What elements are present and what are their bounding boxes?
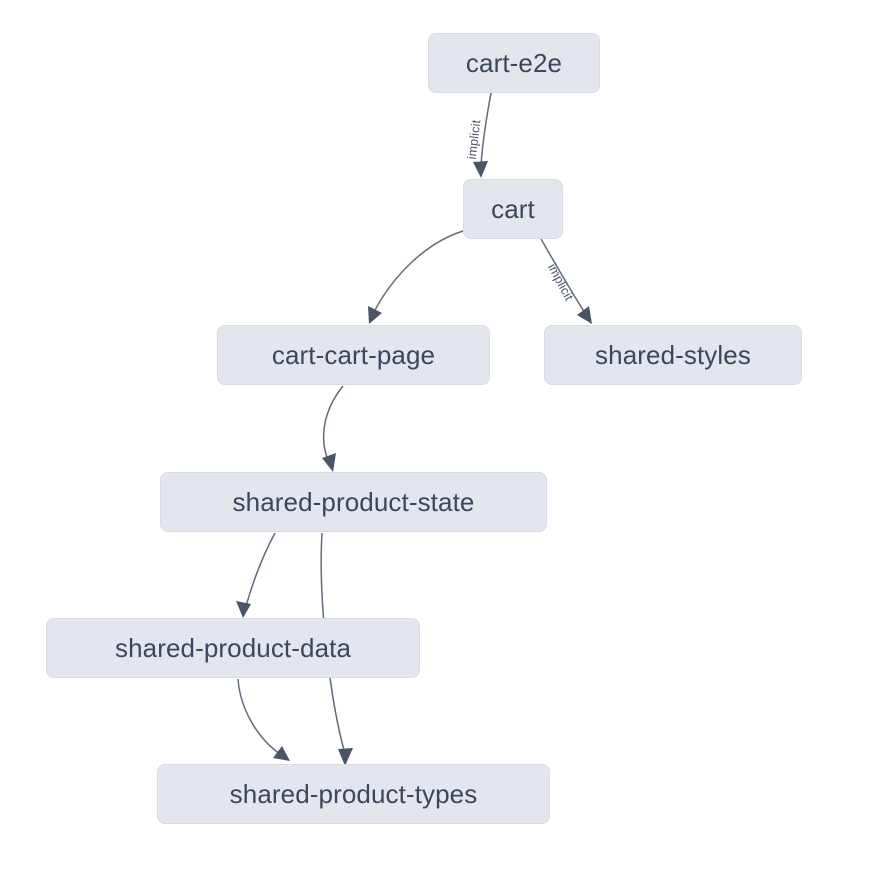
edge-shared-product-data-to-shared-product-types [237,678,290,761]
node-shared-product-state[interactable]: shared-product-state [160,472,547,532]
node-cart[interactable]: cart [463,179,563,239]
node-label: shared-product-types [229,778,478,809]
edge-cart-to-shared-styles: implicit [540,238,592,324]
node-label: shared-product-data [114,632,352,663]
node-cart-e2e[interactable]: cart-e2e [428,33,600,93]
edge-label-implicit: implicit [545,261,576,303]
edge-label-implicit: implicit [465,119,484,161]
node-label: cart-e2e [465,47,563,78]
node-label: cart [491,193,535,224]
node-shared-product-types[interactable]: shared-product-types [157,764,550,824]
node-cart-cart-page[interactable]: cart-cart-page [217,325,490,385]
node-shared-product-data[interactable]: shared-product-data [46,618,420,678]
node-shared-styles[interactable]: shared-styles [544,325,802,385]
node-label: shared-product-state [232,486,475,517]
edge-cart-to-cart-cart-page [368,230,464,324]
edge-shared-product-state-to-shared-product-data [236,532,276,618]
edge-cart-e2e-to-cart: implicit [465,92,492,178]
node-label: cart-cart-page [271,339,436,370]
node-label: shared-styles [595,339,751,370]
edge-cart-cart-page-to-shared-product-state [322,385,344,472]
